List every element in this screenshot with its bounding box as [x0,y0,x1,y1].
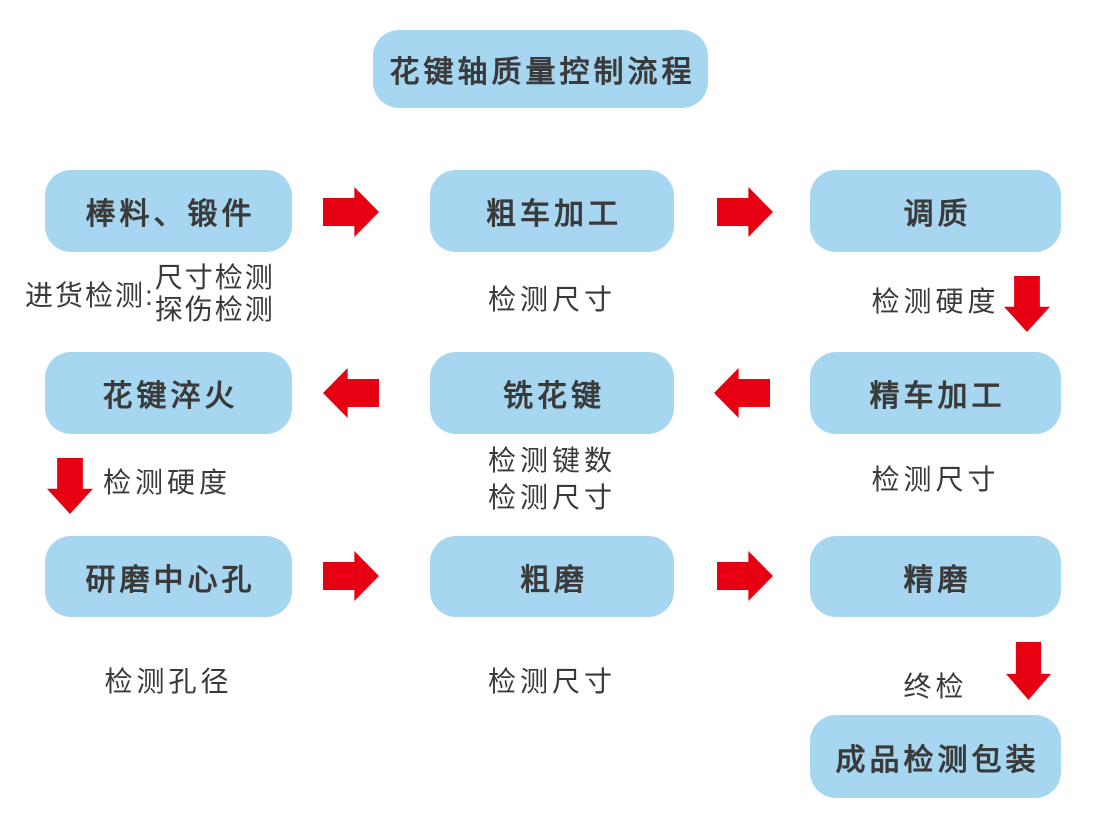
node-rough-grinding: 粗磨 [430,536,674,617]
node-fine-turning: 精车加工 [810,352,1061,434]
arrow-right-icon [323,187,379,237]
caption-line: 尺寸检测 [154,262,275,293]
caption-line: 检测键数 [487,445,616,476]
caption-fine-turning: 检测尺寸 [871,464,1000,495]
caption-incoming-lines: 尺寸检测 探伤检测 [155,262,275,326]
node-rough-turning: 粗车加工 [430,170,674,252]
arrow-left-icon [714,368,770,418]
caption-spline-quenching: 检测硬度 [103,467,232,498]
arrow-left-icon [323,368,379,418]
node-finished-product: 成品检测包装 [810,715,1061,798]
node-quench-temper: 调质 [810,170,1061,252]
node-spline-quenching: 花键淬火 [45,352,292,434]
caption-center-hole-grinding: 检测孔径 [104,666,233,697]
caption-incoming-prefix: 进货检测: [25,280,155,311]
caption-rough-grinding: 检测尺寸 [487,666,616,697]
caption-fine-grinding: 终检 [903,671,968,702]
caption-spline-milling: 检测键数 检测尺寸 [430,442,674,516]
caption-incoming-inspection: 进货检测: 尺寸检测 探伤检测 [25,262,275,326]
arrow-down-icon [47,458,93,514]
arrow-right-icon [717,187,773,237]
caption-line: 探伤检测 [154,294,275,325]
node-bar-stock: 棒料、锻件 [45,170,292,252]
node-fine-grinding: 精磨 [810,536,1061,617]
diagram-title: 花键轴质量控制流程 [373,30,708,108]
caption-quench-temper: 检测硬度 [871,286,1000,317]
caption-rough-turning: 检测尺寸 [487,284,616,315]
node-spline-milling: 铣花键 [430,352,674,434]
arrow-right-icon [717,551,773,601]
node-center-hole-grinding: 研磨中心孔 [45,536,292,617]
arrow-right-icon [323,551,379,601]
caption-line: 检测尺寸 [487,482,616,513]
